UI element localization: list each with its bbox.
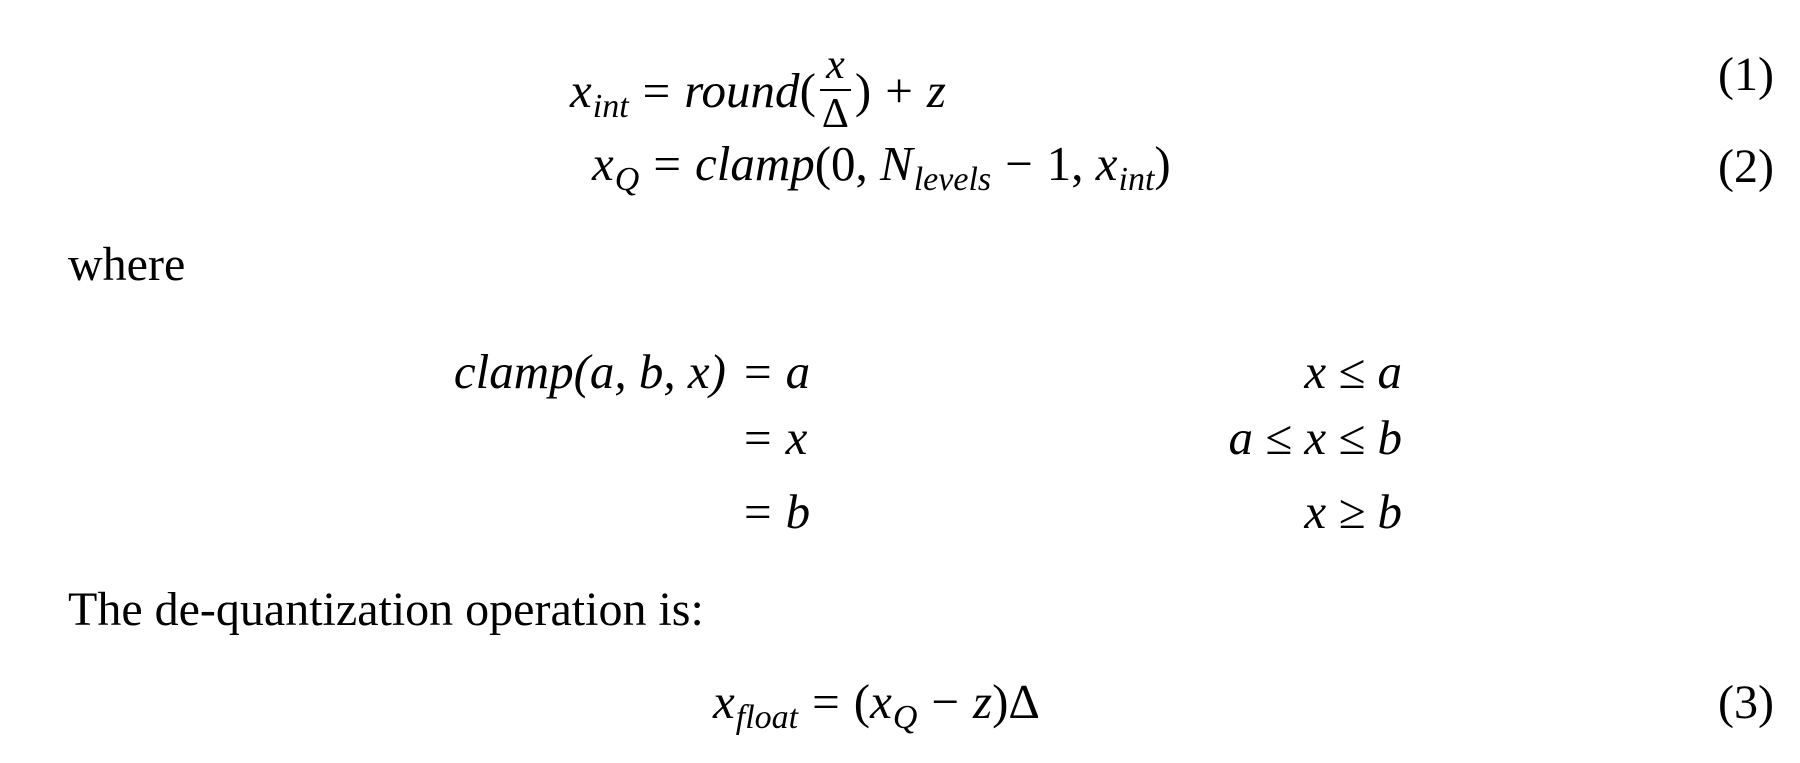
- eq2-n-sub: levels: [913, 161, 992, 198]
- clamp-value-x: x: [785, 410, 808, 465]
- where-label: where: [68, 238, 186, 291]
- eq1-lhs-sub: int: [592, 87, 629, 125]
- eq3-xq-base: x: [870, 674, 892, 729]
- eq2-x-base: x: [1095, 136, 1118, 191]
- clamp-rhs-2: =x: [730, 413, 807, 462]
- clamp-rhs-1: =a: [730, 347, 810, 396]
- eq1-equals: =: [642, 62, 671, 118]
- dequantization-sentence: The de-quantization operation is:: [68, 583, 704, 636]
- clamp-lhs: clamp(a, b, x): [453, 344, 726, 399]
- fraction-bar: [819, 89, 851, 91]
- eq1-frac-denominator: Δ: [821, 91, 849, 137]
- equation-number-2: (2): [1718, 140, 1774, 193]
- eq2-close-paren: ): [1154, 136, 1171, 191]
- eq2-lhs-base: x: [592, 136, 614, 191]
- eq3-equals: =: [812, 674, 840, 729]
- eq3-minus: −: [931, 674, 960, 729]
- clamp-value-b: b: [785, 484, 811, 539]
- clamp-equals-2: =: [744, 410, 772, 465]
- eq1-open-paren: (: [799, 62, 816, 118]
- eq3-close-paren: ): [992, 674, 1009, 729]
- clamp-condition-2: a ≤ x ≤ b: [1228, 410, 1402, 465]
- equation-number-3: (3): [1718, 676, 1774, 729]
- eq2-open-paren: (: [814, 136, 832, 191]
- eq2-clamp-func: clamp: [694, 136, 815, 191]
- eq1-close-paren: ): [854, 62, 872, 118]
- eq3-lhs-sub: float: [735, 699, 799, 736]
- eq2-n-base: N: [880, 136, 913, 191]
- eq3-lhs: xfloat: [713, 674, 798, 735]
- equation-number-1: (1): [1718, 48, 1774, 101]
- eq3-lhs-base: x: [713, 674, 735, 729]
- eq3-open-paren: (: [853, 674, 871, 729]
- equation-3: xfloat=(xQ−z)Δ: [713, 674, 1040, 735]
- clamp-equals-3: =: [744, 484, 772, 539]
- clamp-value-a: a: [785, 344, 811, 399]
- eq2-one: 1,: [1046, 136, 1084, 191]
- eq2-x-sub: int: [1118, 161, 1155, 198]
- eq2-lhs: xQ: [592, 136, 639, 197]
- eq2-minus: −: [1005, 136, 1033, 191]
- eq1-lhs: xint: [570, 62, 629, 124]
- eq1-plus: +: [885, 62, 913, 118]
- eq1-frac-numerator: x: [826, 42, 845, 88]
- clamp-equals-1: =: [744, 344, 772, 399]
- eq2-arg-zero: 0,: [831, 136, 868, 191]
- clamp-condition-1: x ≤ a: [1304, 344, 1402, 399]
- eq2-equals: =: [653, 136, 681, 191]
- eq1-lhs-base: x: [570, 62, 592, 118]
- eq1-z: z: [926, 62, 946, 118]
- clamp-rhs-3: =b: [730, 487, 810, 536]
- eq3-z: z: [973, 674, 993, 729]
- clamp-condition-3: x ≥ b: [1304, 484, 1402, 539]
- eq3-xq-sub: Q: [892, 699, 918, 736]
- eq3-delta: Δ: [1008, 674, 1040, 729]
- equation-2: xQ=clamp(0, Nlevels−1, xint): [592, 136, 1171, 197]
- eq1-round-func: round: [684, 62, 800, 118]
- eq2-lhs-sub: Q: [614, 161, 640, 198]
